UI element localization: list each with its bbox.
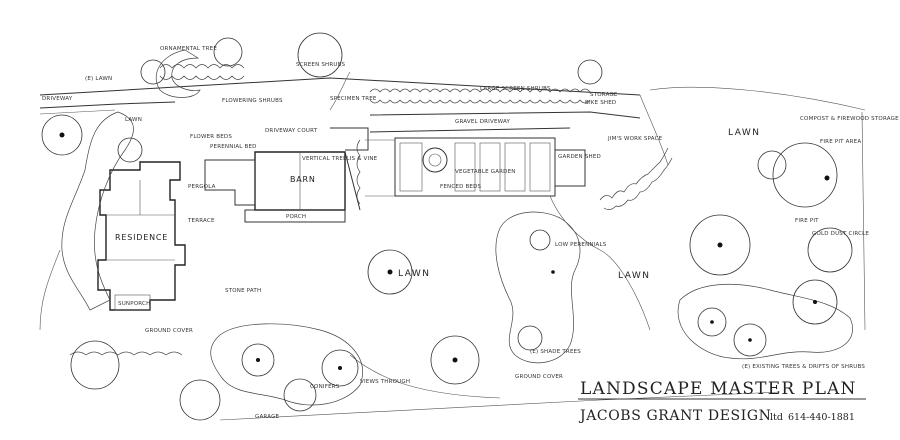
fire-pit-label: FIRE PIT (795, 218, 819, 224)
firm-suffix: ltd (770, 412, 783, 423)
lawn-right-label: LAWN (728, 128, 761, 138)
shrub-masses (61, 49, 853, 406)
property-lines (39, 77, 866, 421)
plan-labels: RESIDENCE BARN LAWN LAWN LAWN LAWN (E) L… (42, 46, 899, 420)
note-shade-trees: (E) SHADE TREES (530, 349, 581, 355)
note-low-perennials: LOW PERENNIALS (555, 242, 607, 248)
note-terrace: TERRACE (187, 218, 215, 224)
note-ground-cover: GROUND COVER (145, 328, 193, 334)
note-pergola: PERGOLA (188, 184, 216, 190)
barn-label: BARN (290, 175, 316, 184)
note-conifers: CONIFERS (310, 384, 340, 390)
lawn-top-label: (E) LAWN (85, 76, 112, 82)
note-existing-trees: (E) EXISTING TREES & DRIFTS OF SHRUBS (742, 364, 865, 370)
note-fenced-beds: FENCED BEDS (440, 184, 482, 190)
garage-label: GARAGE (255, 414, 280, 420)
note-screen-shrubs: SCREEN SHRUBS (296, 62, 346, 68)
note-flowering-shrubs: FLOWERING SHRUBS (222, 98, 283, 104)
title-block: LANDSCAPE MASTER PLAN JACOBS GRANT DESIG… (578, 379, 866, 424)
note-bike-shed: BIKE SHED (585, 100, 616, 106)
trees (41, 32, 853, 421)
firm-name: JACOBS GRANT DESIGN (578, 408, 772, 424)
note-large-screen-shrubs: LARGE SCREEN SHRUBS (480, 86, 551, 92)
note-ground-cover-2: GROUND COVER (515, 374, 563, 380)
lawn-mid-label: LAWN (618, 271, 651, 281)
driveway-label: DRIVEWAY (42, 96, 73, 102)
residence-label: RESIDENCE (115, 233, 168, 242)
plan-title: LANDSCAPE MASTER PLAN (580, 379, 857, 399)
firm-phone: 614-440-1881 (788, 412, 855, 423)
vegetable-garden-label: VEGETABLE GARDEN (455, 169, 516, 175)
driveway-court-label: DRIVEWAY COURT (265, 128, 318, 134)
compost-label: COMPOST & FIREWOOD STORAGE (800, 116, 899, 122)
residence-building (97, 161, 186, 311)
work-space-label: JIM'S WORK SPACE (607, 136, 663, 142)
note-perennial-bed: PERENNIAL BED (210, 144, 257, 150)
note-specimen-tree: SPECIMEN TREE (330, 96, 377, 102)
vegetable-garden (365, 137, 586, 197)
note-stone-path: STONE PATH (225, 288, 261, 294)
lawn-center-label: LAWN (398, 269, 431, 279)
fire-pit-area-label: FIRE PIT AREA (820, 139, 861, 145)
note-gold-dust: GOLD DUST CIRCLE (812, 231, 869, 237)
note-flower-beds: FLOWER BEDS (190, 134, 232, 140)
gravel-driveway-label: GRAVEL DRIVEWAY (455, 119, 511, 125)
sunporch-label: SUNPORCH (118, 301, 150, 307)
note-garden-shed: GARDEN SHED (558, 154, 601, 160)
note-ornamental-tree: ORNAMENTAL TREE (160, 46, 217, 52)
porch-label: PORCH (286, 214, 306, 220)
note-views: VIEWS THROUGH (360, 379, 410, 385)
note-vertical-trellis: VERTICAL TRELLIS & VINE (302, 156, 378, 162)
lawn-left-label: LAWN (125, 117, 142, 123)
hedge-rows (69, 64, 673, 356)
paths (329, 71, 669, 331)
note-storage: STORAGE (590, 92, 618, 98)
barn-building (204, 127, 369, 223)
